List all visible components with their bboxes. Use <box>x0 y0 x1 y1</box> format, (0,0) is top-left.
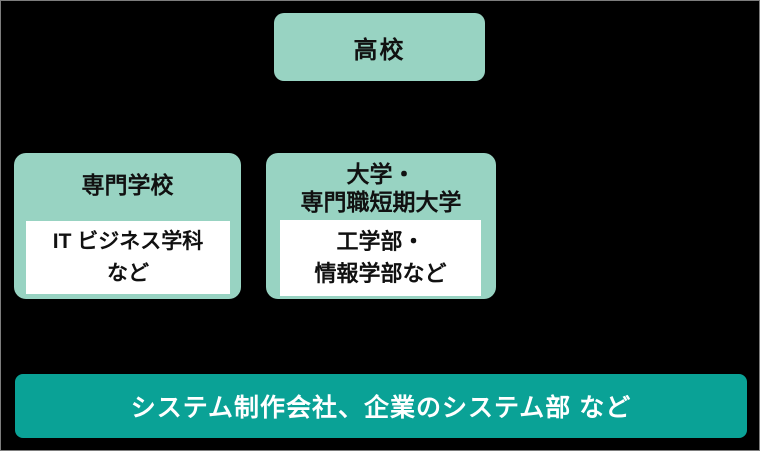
university-department-line2: 情報学部など <box>314 261 447 286</box>
vocational-school-title: 専門学校 <box>81 172 174 198</box>
university-department-line1: 工学部・ <box>336 229 425 254</box>
university-title-line2: 専門職短期大学 <box>300 189 462 215</box>
university-box: 大学・ 専門職短期大学 工学部・ 情報学部など <box>266 153 496 299</box>
vocational-school-box: 専門学校 IT ビジネス学科 など <box>14 153 241 299</box>
university-department-box: 工学部・ 情報学部など <box>280 220 481 296</box>
career-destination-bar: システム制作会社、企業のシステム部 など <box>15 374 747 438</box>
highschool-label: 高校 <box>353 36 406 64</box>
vocational-department-box: IT ビジネス学科 など <box>26 221 230 294</box>
university-title-line1: 大学・ <box>346 161 416 187</box>
university-title: 大学・ 専門職短期大学 <box>266 160 496 216</box>
vocational-department-line1: IT ビジネス学科 <box>52 229 204 253</box>
vocational-department-line2: など <box>107 261 149 285</box>
highschool-box: 高校 <box>274 13 485 81</box>
career-destination-label: システム制作会社、企業のシステム部 など <box>130 394 632 422</box>
